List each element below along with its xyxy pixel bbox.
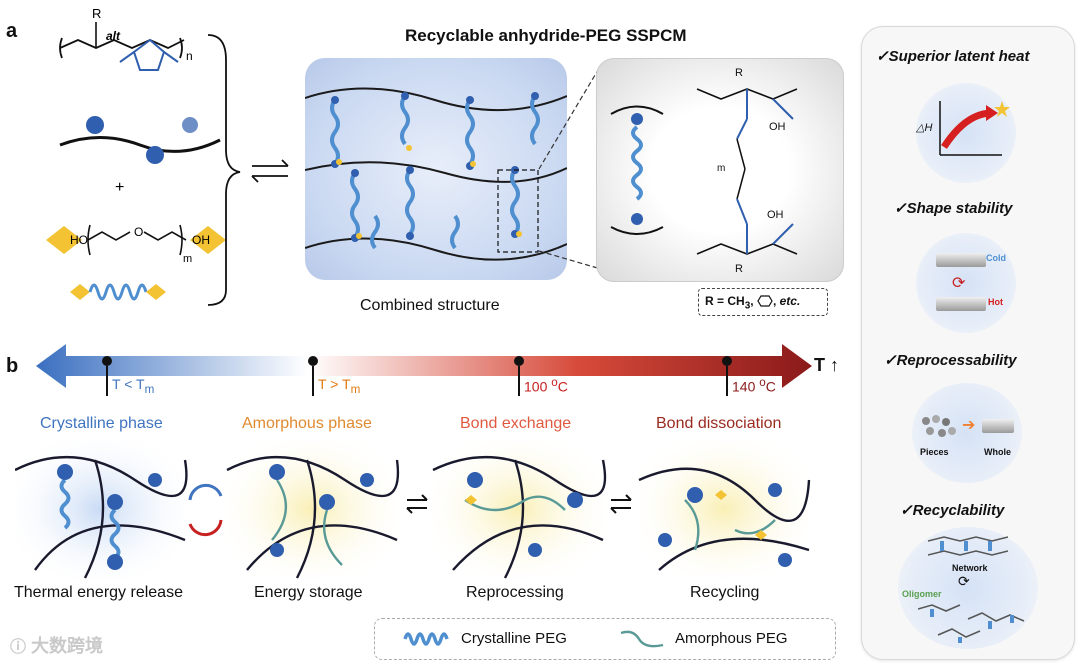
properties-side-panel: ✓Superior latent heat △H ✓Shape stabilit… [861, 26, 1075, 660]
phase-illustrations [15, 440, 820, 580]
peg-oh-label: OH [192, 233, 210, 247]
panel-a-title: Recyclable anhydride-PEG SSPCM [405, 26, 687, 46]
r-group-definition: R = CH3, , etc. [698, 288, 828, 316]
peg-coil-icon [70, 284, 166, 300]
panel-b-letter: b [6, 355, 18, 378]
cold-block [936, 253, 986, 267]
hot-label: Hot [988, 297, 1003, 307]
marker-3: 100 oC [514, 356, 524, 366]
watermark-logo-icon: ⓘ [10, 639, 26, 656]
arrow-right-icon: ➔ [962, 415, 975, 435]
recycle-arrow-icon: ⟳ [958, 573, 970, 590]
zoom-oh-top: OH [769, 121, 786, 133]
zoom-m-label: m [717, 163, 725, 174]
phase-label-crystalline: Crystalline phase [40, 415, 163, 433]
bond-dissociation-image [639, 440, 809, 578]
crystalline-peg-swatch [403, 627, 455, 651]
side-item-latent-heat-title: ✓Superior latent heat [876, 47, 1029, 65]
amorphous-phase-image [227, 440, 398, 578]
network-icon [928, 533, 1008, 563]
peg-o-label: O [134, 225, 143, 239]
side-item-recyclability-title: ✓Recyclability [900, 501, 1004, 519]
peg-ho-label: HO [70, 233, 88, 247]
equilibrium-arrow-icon-1 [407, 495, 427, 513]
up-arrow-icon: ↑ [830, 355, 839, 375]
reversible-cycle-icon [190, 485, 221, 534]
caption-energy-storage: Energy storage [254, 584, 363, 602]
cycle-arrow-icon: ⟳ [952, 273, 965, 293]
side-item-shape-stability-title: ✓Shape stability [894, 199, 1012, 217]
temperature-label: T ↑ [814, 355, 839, 376]
zoom-oh-bottom: OH [767, 209, 784, 221]
monomer-r-label: R [92, 6, 101, 21]
alt-label: alt [106, 29, 121, 43]
pieces-label: Pieces [920, 447, 949, 457]
peg-m-label: m [183, 253, 192, 265]
r-group-etc: etc. [780, 294, 801, 308]
zoom-r-top: R [735, 67, 743, 79]
legend-crystalline-label: Crystalline PEG [461, 630, 567, 647]
marker-4: 140 oC [722, 356, 732, 366]
recyclability-illustration: Network ⟳ Oligomer [898, 527, 1038, 649]
r-group-prefix: R = CH [705, 294, 745, 308]
network-label: Network [952, 563, 988, 573]
grouping-brace [208, 35, 240, 305]
network-diagram [305, 58, 567, 280]
phase-label-bond-dissociation: Bond dissociation [656, 415, 781, 433]
marker-1: T < Tm [102, 356, 112, 366]
shape-stability-illustration: Cold ⟳ Hot [916, 233, 1016, 333]
r-group-suffix: , [750, 294, 753, 308]
caption-recycling: Recycling [690, 584, 759, 602]
whole-block [982, 419, 1014, 433]
marker-2: T > Tm [308, 356, 318, 366]
legend: Crystalline PEG Amorphous PEG [374, 618, 836, 660]
zoom-r-bottom: R [735, 263, 743, 275]
oligomer-icon [918, 599, 1028, 645]
n-subscript: n [186, 49, 193, 63]
side-item-reprocessability-title: ✓Reprocessability [884, 351, 1017, 369]
equilibrium-arrow-icon-2 [611, 495, 631, 513]
panel-a-letter: a [6, 20, 17, 43]
polymer-chain-icon [60, 116, 220, 164]
pieces-icon [920, 413, 960, 441]
caption-reprocessing: Reprocessing [466, 584, 564, 602]
anhydride-copolymer-structure [60, 22, 184, 70]
whole-label: Whole [984, 447, 1011, 457]
phase-label-amorphous: Amorphous phase [242, 415, 372, 433]
oligomer-label: Oligomer [902, 589, 942, 599]
equilibrium-arrow-icon [252, 160, 288, 182]
legend-amorphous-label: Amorphous PEG [675, 630, 788, 647]
reprocessability-illustration: ➔ Pieces Whole [912, 383, 1022, 483]
amorphous-peg-swatch [619, 627, 667, 651]
phase-label-bond-exchange: Bond exchange [460, 415, 571, 433]
plus-sign: + [115, 179, 124, 196]
delta-h-label: △H [916, 121, 932, 134]
watermark: ⓘ 大数跨境 [10, 632, 103, 658]
caption-thermal-release: Thermal energy release [14, 584, 183, 602]
benzene-icon [757, 295, 773, 307]
chemistry-zoom-panel: R OH m OH R [596, 58, 844, 282]
latent-heat-illustration: △H [916, 83, 1016, 183]
hot-block [936, 297, 986, 311]
monomer-schematic: R alt n + HO O m OH [40, 0, 300, 320]
crystalline-phase-image [15, 440, 186, 578]
combined-structure-caption: Combined structure [360, 297, 500, 315]
combined-structure-network [305, 58, 567, 280]
bond-exchange-image [433, 440, 605, 578]
cold-label: Cold [986, 253, 1006, 263]
